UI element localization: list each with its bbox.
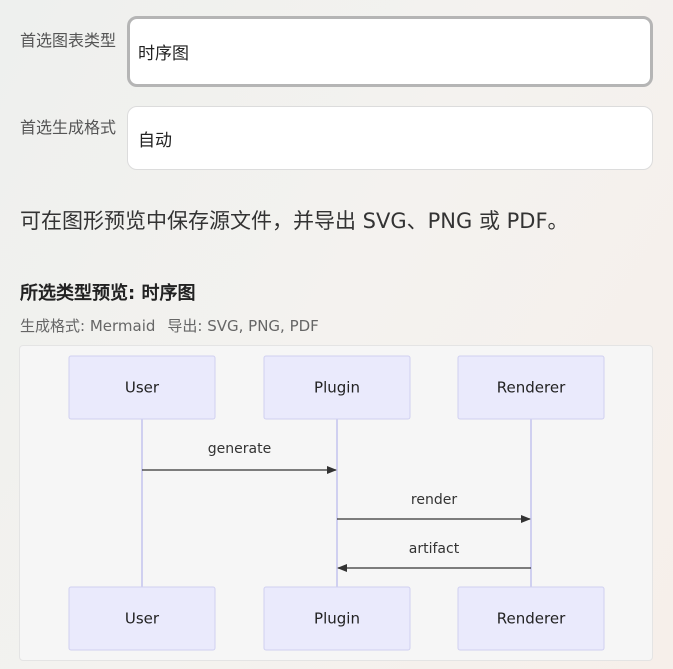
actor-box-top-renderer — [457, 355, 605, 420]
actor-label-top-user: User — [125, 379, 160, 397]
actor-box-top-user — [68, 355, 216, 420]
output-format-label: 首选生成格式 — [20, 118, 117, 137]
actor-label-top-renderer: Renderer — [497, 379, 566, 397]
actor-label-top-plugin: Plugin — [314, 379, 360, 397]
output-format-select[interactable]: 自动 — [127, 106, 653, 170]
message-label-render: render — [411, 492, 457, 508]
message-label-generate: generate — [208, 441, 271, 457]
actor-label-bottom-user: User — [125, 610, 160, 628]
chart-type-select[interactable]: 时序图 — [127, 16, 653, 87]
actor-box-bottom-user — [68, 586, 216, 651]
actor-box-bottom-plugin — [263, 586, 411, 651]
preview-meta: 生成格式: Mermaid 导出: SVG, PNG, PDF — [20, 315, 319, 336]
preview-title: 所选类型预览: 时序图 — [20, 283, 196, 304]
actor-box-bottom-renderer — [457, 586, 605, 651]
chart-type-label: 首选图表类型 — [20, 31, 117, 50]
message-label-artifact: artifact — [409, 541, 460, 557]
actor-box-top-plugin — [263, 355, 411, 420]
export-info-text: 可在图形预览中保存源文件，并导出 SVG、PNG 或 PDF。 — [20, 209, 569, 233]
preview-export-label: 导出: SVG, PNG, PDF — [167, 317, 319, 335]
actor-label-bottom-renderer: Renderer — [497, 610, 566, 628]
preview-format-label: 生成格式: Mermaid — [20, 317, 156, 335]
actor-label-bottom-plugin: Plugin — [314, 610, 360, 628]
